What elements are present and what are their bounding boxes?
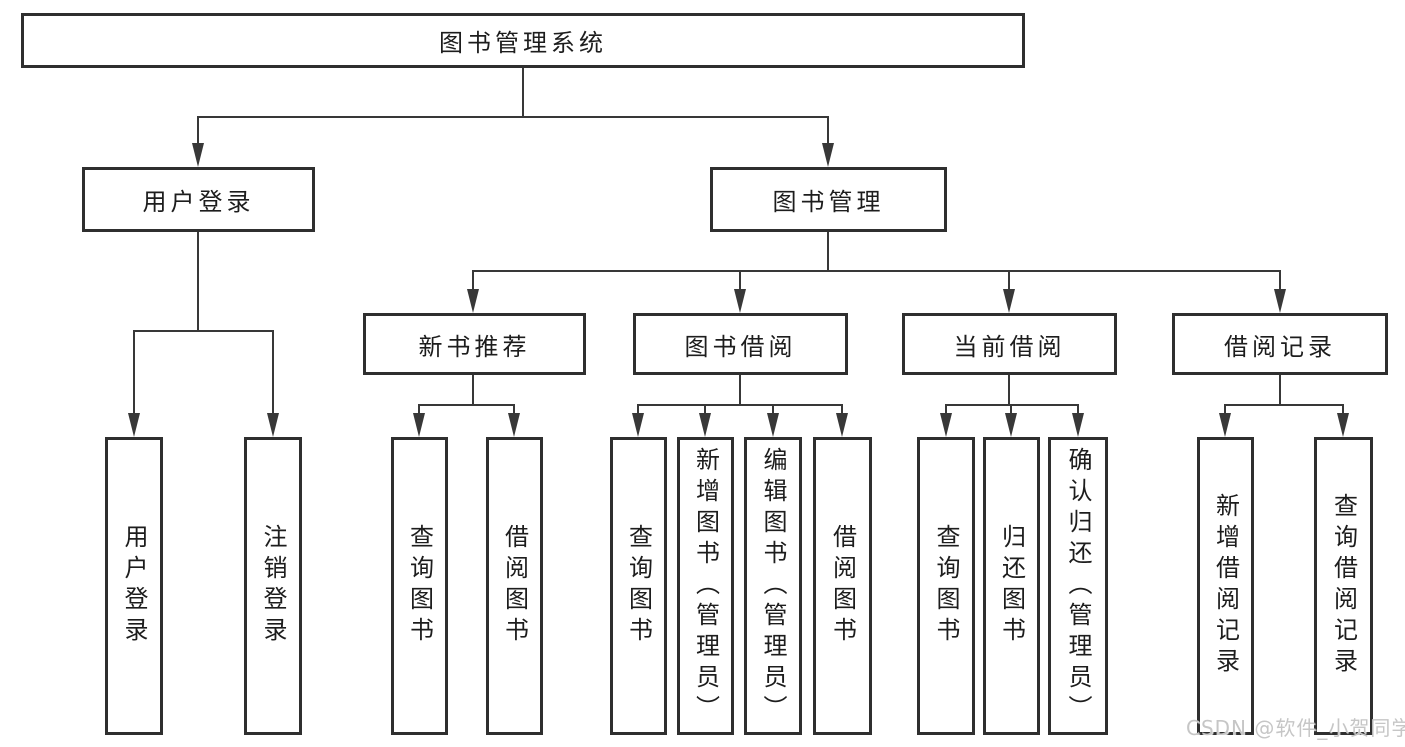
connector-line: [841, 406, 843, 413]
connector-line: [827, 232, 829, 272]
node-new-book-recommend-label: 新书推荐: [418, 332, 531, 361]
connector-line: [704, 406, 706, 413]
node-borrow-records-label: 借阅记录: [1224, 332, 1336, 361]
leaf-borrow-books-1-label: 借阅图书: [500, 524, 529, 648]
connector-line: [1224, 404, 1344, 406]
leaf-edit-books-admin: 编辑图书（管理员）: [744, 437, 802, 735]
arrowhead-down-icon: [836, 413, 848, 437]
connector-line: [197, 116, 829, 118]
connector-line: [1010, 406, 1012, 413]
connector-line: [197, 232, 199, 332]
arrowhead-down-icon: [1274, 289, 1286, 313]
arrowhead-down-icon: [940, 413, 952, 437]
leaf-add-books-admin: 新增图书（管理员）: [677, 437, 734, 735]
connector-line: [1224, 406, 1226, 413]
node-user-login: 用户登录: [82, 167, 315, 232]
leaf-return-books-label: 归还图书: [997, 524, 1026, 648]
arrowhead-down-icon: [128, 413, 140, 437]
arrowhead-down-icon: [1005, 413, 1017, 437]
connector-line: [827, 118, 829, 145]
arrowhead-down-icon: [192, 143, 204, 167]
connector-line: [739, 375, 741, 406]
leaf-return-books: 归还图书: [983, 437, 1040, 735]
leaf-query-borrow-record-label: 查询借阅记录: [1329, 493, 1358, 679]
leaf-add-borrow-record-label: 新增借阅记录: [1211, 493, 1240, 679]
leaf-query-books-2-label: 查询图书: [624, 524, 653, 648]
connector-line: [637, 406, 639, 413]
arrowhead-down-icon: [413, 413, 425, 437]
connector-line: [637, 404, 843, 406]
leaf-borrow-books-2-label: 借阅图书: [828, 524, 857, 648]
leaf-query-borrow-record: 查询借阅记录: [1314, 437, 1373, 735]
connector-line: [1342, 406, 1344, 413]
arrowhead-down-icon: [632, 413, 644, 437]
connector-line: [133, 332, 135, 413]
connector-line: [945, 406, 947, 413]
arrowhead-down-icon: [734, 289, 746, 313]
leaf-query-books-2: 查询图书: [610, 437, 667, 735]
leaf-query-books-3: 查询图书: [917, 437, 975, 735]
connector-line: [418, 406, 420, 413]
leaf-borrow-books-2: 借阅图书: [813, 437, 872, 735]
arrowhead-down-icon: [1219, 413, 1231, 437]
leaf-logout-label: 注销登录: [259, 524, 287, 648]
arrowhead-down-icon: [767, 413, 779, 437]
connector-line: [945, 404, 1079, 406]
csdn-watermark: CSDN @软件_小贺同学: [1186, 716, 1405, 740]
leaf-user-login: 用户登录: [105, 437, 163, 735]
connector-line: [1008, 272, 1010, 289]
node-book-borrowing-label: 图书借阅: [684, 332, 797, 361]
arrowhead-down-icon: [1003, 289, 1015, 313]
node-library-system: 图书管理系统: [21, 13, 1025, 68]
connector-line: [472, 270, 1281, 272]
leaf-confirm-return-admin: 确认归还（管理员）: [1048, 437, 1108, 735]
connector-line: [133, 330, 274, 332]
node-current-borrowing: 当前借阅: [902, 313, 1117, 375]
connector-line: [272, 332, 274, 413]
node-book-borrowing: 图书借阅: [633, 313, 848, 375]
leaf-user-login-label: 用户登录: [120, 524, 148, 648]
leaf-query-books-1: 查询图书: [391, 437, 448, 735]
leaf-edit-books-admin-label: 编辑图书（管理员）: [759, 446, 787, 726]
arrowhead-down-icon: [508, 413, 520, 437]
connector-line: [1077, 406, 1079, 413]
arrowhead-down-icon: [1337, 413, 1349, 437]
arrowhead-down-icon: [699, 413, 711, 437]
node-book-management-label: 图书管理: [772, 188, 885, 216]
arrowhead-down-icon: [1072, 413, 1084, 437]
node-library-system-label: 图书管理系统: [439, 29, 607, 57]
node-borrow-records: 借阅记录: [1172, 313, 1388, 375]
connector-line: [418, 404, 515, 406]
connector-line: [1008, 375, 1010, 406]
connector-line: [772, 406, 774, 413]
leaf-logout: 注销登录: [244, 437, 302, 735]
leaf-confirm-return-admin-label: 确认归还（管理员）: [1064, 446, 1092, 726]
arrowhead-down-icon: [822, 143, 834, 167]
arrowhead-down-icon: [467, 289, 479, 313]
node-current-borrowing-label: 当前借阅: [953, 332, 1066, 361]
connector-line: [513, 406, 515, 413]
node-book-management: 图书管理: [710, 167, 947, 232]
connector-line: [1279, 272, 1281, 289]
node-user-login-label: 用户登录: [142, 188, 255, 216]
connector-line: [1279, 375, 1281, 406]
connector-line: [522, 68, 524, 117]
connector-line: [739, 272, 741, 289]
arrowhead-down-icon: [267, 413, 279, 437]
connector-line: [472, 272, 474, 289]
connector-line: [472, 375, 474, 406]
leaf-add-borrow-record: 新增借阅记录: [1197, 437, 1254, 735]
leaf-query-books-1-label: 查询图书: [405, 524, 434, 648]
connector-line: [197, 118, 199, 145]
leaf-query-books-3-label: 查询图书: [932, 524, 960, 648]
leaf-add-books-admin-label: 新增图书（管理员）: [691, 446, 720, 726]
leaf-borrow-books-1: 借阅图书: [486, 437, 543, 735]
node-new-book-recommend: 新书推荐: [363, 313, 586, 375]
